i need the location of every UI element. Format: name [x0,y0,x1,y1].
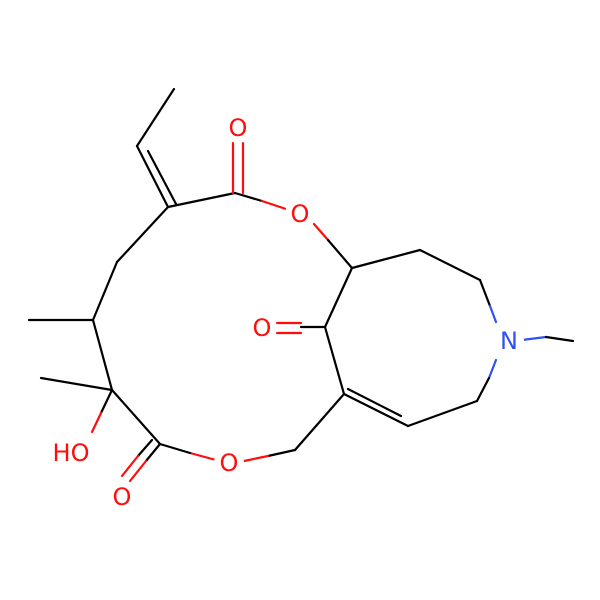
bond-c1-ch2 [293,392,346,452]
atom-o-ester-top-label: O [291,200,310,228]
atom-o-carbonyl-top: O [223,113,253,143]
bond-oester-c15-red [188,451,218,462]
atom-o-ester-bottom: O [214,448,244,478]
bond-c15-o-double-outer-red [128,459,148,483]
bond-layer [27,87,575,483]
bond-c2-c1-double-inner [346,387,403,418]
bond-c6-c5 [418,248,482,282]
bond-c12-c11 [166,191,237,209]
bond-ethylidene-double-outer [135,144,170,209]
bond-n-c3-blue [487,358,498,380]
atom-o-carbonyl-bottom-label: O [113,483,132,511]
bond-c1-c8 [323,325,346,396]
bond-oester-c7-black [326,238,354,270]
bond-oester-c7-red [312,222,330,242]
bond-ch2-oester-black [266,448,297,458]
bond-n-methyl-black [544,335,575,343]
bond-c15-o-double-outer-black [144,442,162,463]
bond-c14-methyl [39,376,114,392]
bond-c13-ch2 [91,260,119,322]
bond-c11-oester-black [233,191,264,203]
bond-c8-c7 [323,266,354,329]
bond-c14-oh-red [90,411,103,434]
atom-o-carbonyl-top-label: O [229,114,248,142]
atom-oh-hydroxyl: HO [48,438,94,468]
atom-label-layer: O O O N HO O O [48,113,524,512]
atom-o-carbonyl-bottom: O [107,482,137,512]
bond-oester-c15-black [158,442,192,455]
bond-c11-oester-red [260,199,288,211]
bond-c5-n-black [478,278,492,308]
bond-c15-o-double-inner-red [120,454,140,478]
bond-c2-c1-double-outer [342,392,410,428]
atom-o-ester-bottom-label: O [220,449,239,477]
bond-ch2-c12 [115,205,170,264]
bond-ethylidene-double-inner [146,149,178,206]
atom-o-ketone: O [247,313,277,343]
bond-c14-c13 [91,318,114,392]
bond-c14-oh-black [99,388,114,415]
bond-ch2-oester-red [242,454,270,463]
atom-oh-hydroxyl-label: HO [53,439,90,467]
atom-n-amine: N [494,326,524,356]
atom-o-ester-top: O [285,199,315,229]
bond-c5-n-blue [488,304,498,324]
bond-c7-c6 [350,248,422,270]
bond-n-c3-black [475,376,491,403]
atom-o-ketone-label: O [253,314,272,342]
bond-c15-c14 [110,388,162,446]
bond-n-methyl-blue [520,335,548,342]
bond-c3-c2 [406,399,479,428]
atom-n-amine-label: N [500,327,518,355]
bond-c15-o-double-inner-black [136,438,154,458]
bond-ethylidene-methyl [135,87,176,148]
